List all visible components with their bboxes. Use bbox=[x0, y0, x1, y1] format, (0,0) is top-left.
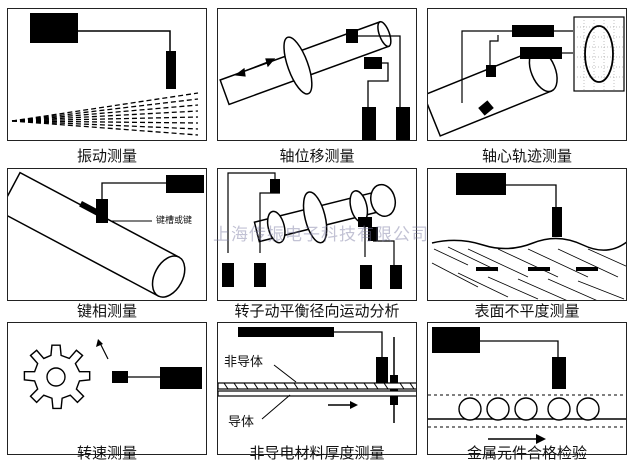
metal-part-3 bbox=[514, 397, 538, 421]
panel-vibration bbox=[7, 8, 207, 141]
rotor-balance-diagram bbox=[222, 172, 402, 289]
keyphasor-diagram bbox=[8, 171, 204, 298]
label-non-conductor: 非导体 bbox=[224, 355, 264, 370]
sensor-4 bbox=[390, 265, 402, 289]
probe-body bbox=[30, 13, 78, 43]
panel-rotor-balance bbox=[217, 168, 417, 301]
probe-cable bbox=[101, 182, 166, 199]
caption-rotor-balance: 转子动平衡径向运动分析 bbox=[234, 302, 400, 320]
rotation-arrow bbox=[96, 339, 109, 360]
metal-part-1 bbox=[458, 397, 482, 421]
sensor-3 bbox=[360, 265, 372, 289]
panel-surface-flatness bbox=[427, 168, 627, 301]
caption-axial-displacement: 轴位移测量 bbox=[279, 147, 355, 165]
sensor-1 bbox=[222, 263, 234, 287]
caption-vibration: 振动测量 bbox=[76, 147, 137, 165]
conductor-layer bbox=[218, 390, 416, 397]
caption-keyphasor: 键相测量 bbox=[76, 302, 137, 320]
caption-thickness: 非导电材料厚度测量 bbox=[249, 444, 385, 462]
thickness-probe bbox=[376, 357, 388, 383]
sensor-2 bbox=[254, 263, 266, 287]
probe-cable bbox=[334, 331, 383, 357]
axial-displacement-diagram bbox=[219, 20, 410, 140]
probe-head-1 bbox=[346, 29, 358, 43]
cable-x bbox=[489, 35, 499, 65]
sensor-2 bbox=[396, 107, 410, 140]
metal-part-5 bbox=[576, 397, 600, 421]
speed-probe bbox=[112, 371, 128, 383]
surface-probe bbox=[552, 207, 562, 237]
company-watermark: 上海传振电子科技有限公司 bbox=[213, 225, 429, 245]
inspection-probe bbox=[552, 357, 566, 389]
motion-arrow bbox=[328, 401, 358, 409]
keyphasor-probe bbox=[96, 199, 108, 223]
caption-metal-inspection: 金属元件合格检验 bbox=[466, 444, 587, 462]
proximitor bbox=[166, 175, 204, 193]
caption-speed: 转速测量 bbox=[76, 444, 137, 462]
proximitor bbox=[160, 367, 202, 389]
speed-diagram bbox=[23, 339, 202, 410]
shaft bbox=[428, 48, 558, 137]
proximitor bbox=[456, 173, 506, 195]
axial-arrow bbox=[234, 58, 276, 77]
vibration-diagram bbox=[11, 13, 199, 136]
shaft bbox=[8, 171, 186, 298]
probe-x bbox=[486, 65, 496, 77]
probe-cable bbox=[480, 340, 559, 357]
sensor-1 bbox=[362, 107, 376, 140]
panel-thickness: 非导体 导体 bbox=[217, 322, 417, 455]
surface-hatching bbox=[431, 246, 626, 300]
motion-arrow bbox=[488, 434, 546, 444]
probe-head-2 bbox=[364, 57, 382, 69]
surface-flatness-diagram bbox=[431, 173, 626, 300]
probe-cable bbox=[506, 184, 557, 207]
proximitor bbox=[238, 327, 334, 337]
sensor-probe bbox=[166, 51, 176, 89]
caption-shaft-orbit: 轴心轨迹测量 bbox=[481, 147, 572, 165]
driver-2 bbox=[520, 47, 562, 59]
probe-cable-2 bbox=[367, 62, 389, 107]
driver-1 bbox=[512, 25, 554, 37]
caption-surface-flatness: 表面不平度测量 bbox=[474, 302, 580, 320]
label-conductor: 导体 bbox=[228, 415, 255, 430]
probe-y bbox=[478, 100, 494, 116]
rough-surface bbox=[431, 237, 626, 251]
label-keyway: 键槽或键 bbox=[156, 216, 193, 226]
proximitor bbox=[432, 327, 480, 353]
metal-inspection-diagram bbox=[428, 327, 626, 444]
shaft-orbit-diagram bbox=[428, 16, 625, 137]
vibration-rays bbox=[11, 92, 199, 136]
cable-y bbox=[461, 30, 518, 103]
probe-cable bbox=[78, 30, 171, 51]
orbit-trace bbox=[584, 25, 614, 83]
panel-metal-inspection bbox=[427, 322, 627, 455]
panel-speed bbox=[7, 322, 207, 455]
thickness-diagram bbox=[218, 327, 416, 423]
metal-part-4 bbox=[547, 397, 571, 421]
oscilloscope-screen bbox=[573, 16, 625, 92]
panel-shaft-orbit bbox=[427, 8, 627, 141]
gear-hub bbox=[46, 367, 66, 387]
probe-cable-1 bbox=[358, 35, 401, 107]
metal-part-2 bbox=[486, 397, 510, 421]
panel-axial-displacement bbox=[217, 8, 417, 141]
panel-keyphasor: 键槽或键 bbox=[7, 168, 207, 301]
